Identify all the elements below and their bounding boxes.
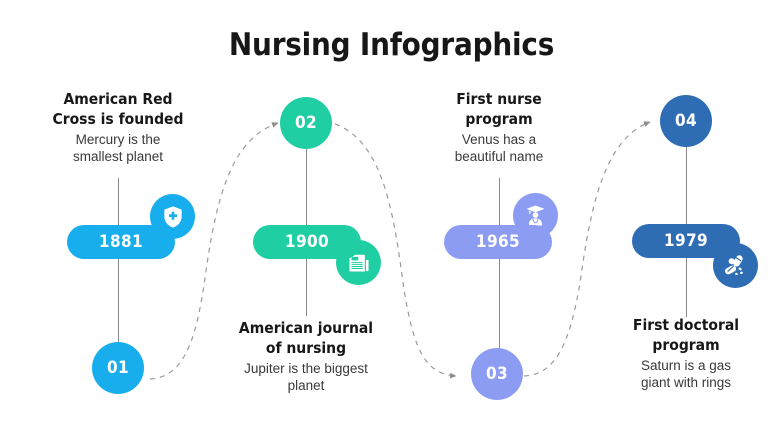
year-pill-03: 1965 (444, 225, 552, 259)
number-circle-03: 03 (471, 348, 523, 400)
heading-04: First doctoral program (632, 316, 740, 354)
text-block-01: American Red Cross is founded Mercury is… (20, 89, 216, 165)
number-circle-04: 04 (660, 95, 712, 147)
year-pill-04: 1979 (632, 224, 740, 258)
subtext-03: Venus has a beautiful name (454, 132, 544, 164)
stem-line-01 (118, 178, 119, 354)
heading-01: American Red Cross is founded (52, 90, 184, 128)
number-circle-02: 02 (280, 97, 332, 149)
subtext-04: Saturn is a gas giant with rings (640, 358, 732, 390)
year-pill-02: 1900 (253, 225, 361, 259)
timeline-column-02: 02 1900 American journal of nursing Jupi… (208, 0, 404, 440)
stem-line-03 (499, 178, 500, 350)
timeline-column-01: American Red Cross is founded Mercury is… (20, 0, 216, 440)
text-block-02: American journal of nursing Jupiter is t… (208, 318, 404, 394)
year-pill-01: 1881 (67, 225, 175, 259)
text-block-04: First doctoral program Saturn is a gas g… (588, 315, 783, 391)
subtext-01: Mercury is the smallest planet (72, 132, 164, 164)
heading-02: American journal of nursing (238, 319, 374, 357)
timeline-column-04: 04 1979 First doctoral (588, 0, 783, 440)
text-block-03: First nurse program Venus has a beautifu… (401, 89, 597, 165)
heading-03: First nurse program (456, 90, 542, 128)
number-circle-01: 01 (92, 342, 144, 394)
subtext-02: Jupiter is the biggest planet (244, 361, 368, 393)
page-title: Nursing Infographics (228, 27, 555, 63)
timeline-column-03: First nurse program Venus has a beautifu… (401, 0, 597, 440)
